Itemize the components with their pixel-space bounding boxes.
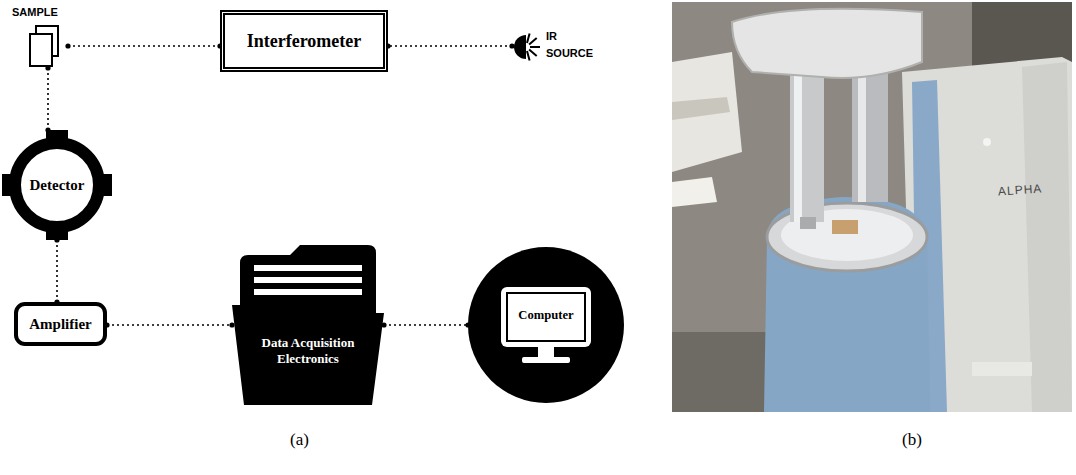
- rays: [527, 34, 540, 61]
- connector-dot: [509, 43, 514, 48]
- dotted-connector: [381, 322, 470, 327]
- tab: [2, 174, 14, 196]
- node-text: Amplifier: [29, 316, 91, 333]
- connector-line: [56, 240, 58, 302]
- paper: [254, 265, 362, 271]
- base: [522, 357, 570, 363]
- connector-line: [388, 45, 512, 47]
- process-box: Interferometer: [220, 10, 388, 72]
- dotted-connector: [65, 43, 222, 48]
- tab: [46, 228, 68, 240]
- folder-front: [232, 305, 384, 405]
- node-text: Detector: [30, 177, 85, 194]
- folder-shape: [232, 243, 384, 405]
- connector-line: [384, 324, 468, 326]
- connector-line: [47, 68, 49, 130]
- instrument-label: [972, 362, 1032, 376]
- computer-circle: [468, 247, 624, 403]
- status-light: [983, 138, 991, 146]
- device-brand: ALPHA: [998, 181, 1043, 198]
- stand: [538, 347, 554, 357]
- press-column: [790, 62, 824, 222]
- sample-icon: SAMPLE: [10, 6, 68, 68]
- paper: [254, 289, 362, 295]
- node-text: IR SOURCE: [546, 28, 593, 61]
- dotted-connector: [104, 322, 234, 327]
- photo-background: [672, 2, 1072, 412]
- panel-label: (b): [902, 430, 922, 450]
- ring: [15, 143, 99, 227]
- dotted-connector: [385, 43, 514, 48]
- process-box: Amplifier: [14, 302, 107, 346]
- panel-label: (a): [290, 430, 309, 450]
- photo-papers: [672, 177, 717, 207]
- node-text: Data Acquisition Electronics: [248, 335, 368, 368]
- connector-dot: [65, 43, 70, 48]
- spectrometer-photo: [672, 2, 1072, 412]
- instrument-side: [1022, 62, 1072, 412]
- paper: [254, 277, 362, 283]
- ir-source-icon: [512, 23, 604, 69]
- tab: [46, 130, 68, 142]
- node-text: Interferometer: [247, 31, 362, 52]
- node-text: SAMPLE: [12, 6, 58, 18]
- connector-dot: [229, 322, 234, 327]
- disc: [468, 247, 624, 403]
- dotted-connector: [45, 65, 50, 132]
- detector-circle: Detector: [2, 130, 112, 240]
- connector-line: [107, 324, 232, 326]
- tab: [100, 174, 112, 196]
- photo-papers: [672, 52, 742, 172]
- connector-line: [68, 45, 220, 47]
- sample-slide: [30, 34, 52, 66]
- node-text: Computer: [468, 308, 624, 323]
- source-icon: IR SOURCE: [512, 23, 604, 69]
- sample-piece: [832, 220, 858, 234]
- press-highlight: [794, 62, 802, 222]
- instrument-front: [764, 197, 930, 412]
- press-head: [732, 9, 922, 78]
- folder-box: Data Acquisition Electronics: [232, 243, 384, 405]
- lamp: [514, 35, 526, 59]
- computer-circle: Computer: [468, 247, 624, 403]
- photo-papers: [672, 97, 730, 120]
- press-tip: [800, 217, 816, 229]
- dotted-connector: [54, 237, 59, 304]
